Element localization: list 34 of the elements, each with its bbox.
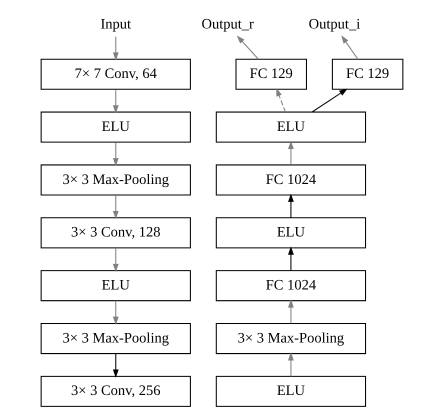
- node-text: Output_i: [308, 16, 360, 32]
- node-box: 3× 3 Conv, 128: [40, 217, 191, 248]
- arrow: [288, 194, 294, 218]
- node-box: FC 129: [235, 58, 307, 90]
- node-box: FC 1024: [216, 270, 366, 302]
- arrow: [112, 195, 119, 220]
- arrow: [112, 142, 119, 166]
- arrow: [288, 140, 294, 165]
- arrow: [236, 35, 259, 60]
- node-text: Output_r: [202, 16, 254, 32]
- arrow: [288, 352, 294, 376]
- arrow: [288, 299, 294, 324]
- node-box: ELU: [216, 217, 366, 248]
- node-box: 7× 7 Conv, 64: [40, 58, 191, 90]
- arrow: [112, 354, 119, 378]
- node-box: 3× 3 Max-Pooling: [40, 322, 191, 354]
- node-text: Input: [100, 16, 132, 32]
- arrow: [112, 36, 119, 61]
- arrow: [341, 35, 358, 60]
- arrow: [276, 88, 286, 112]
- arrow: [112, 300, 119, 325]
- arrow: [312, 88, 348, 112]
- arrow: [112, 248, 119, 272]
- node-box: 3× 3 Max-Pooling: [216, 322, 366, 354]
- arrow: [288, 246, 294, 271]
- arrow: [112, 89, 119, 114]
- node-box: ELU: [40, 270, 191, 302]
- node-box: ELU: [40, 112, 191, 143]
- node-box: 3× 3 Conv, 256: [40, 376, 191, 407]
- node-box: ELU: [216, 376, 366, 407]
- node-box: ELU: [216, 112, 366, 143]
- node-box: FC 1024: [216, 164, 366, 196]
- node-box: FC 129: [332, 58, 404, 90]
- node-box: 3× 3 Max-Pooling: [40, 164, 191, 196]
